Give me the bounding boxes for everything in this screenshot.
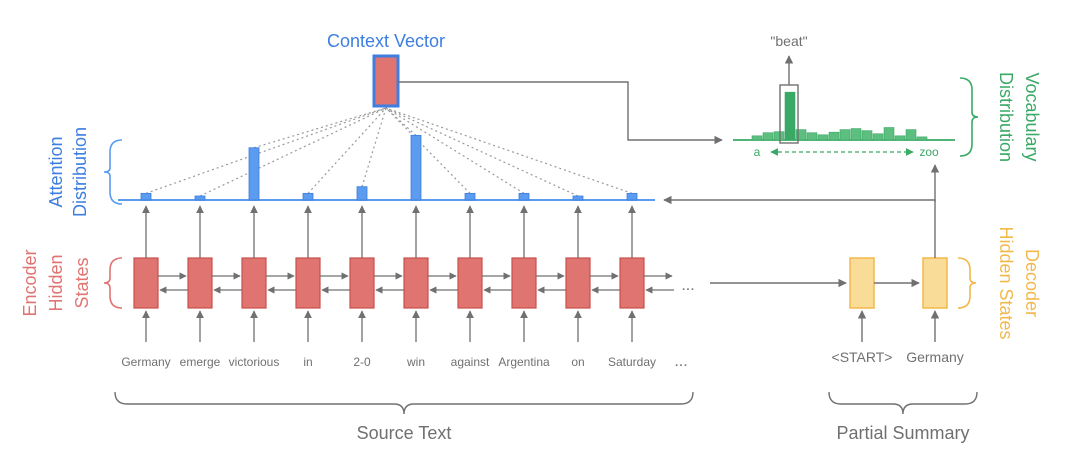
source-ellipsis: ... [674,353,687,370]
decoder-input-germany: Germany [906,349,964,365]
encoder-cell [349,257,375,309]
encoder-ellipsis: ... [681,277,694,294]
attention-dotted-line [385,107,633,194]
encoder-cell [511,257,537,309]
source-word: 2-0 [353,355,371,369]
source-text-brace [114,391,694,415]
encoder-hidden-states [133,205,674,342]
attention-label-line1: Attention [46,136,66,207]
encoder-cell [295,257,321,309]
encoder-label-line2: Hidden [46,254,66,311]
vocab-bar [784,91,796,141]
vocab-bars [751,91,928,141]
source-word: against [451,355,490,369]
encoder-cell [241,257,267,309]
decoder-cell-1 [849,257,875,309]
attention-bar [356,186,368,201]
vocab-bar [916,136,928,141]
decoder-brace [957,257,977,309]
encoder-cell [619,257,645,309]
encoder-label-line1: Encoder [20,249,40,316]
encoder-cell [187,257,213,309]
decoder-to-attention-arrow [663,195,936,205]
attention-dotted-line [385,107,417,136]
vocab-axis-start: a [754,145,761,159]
vocab-bar [828,131,840,141]
attention-bar [518,192,530,201]
vocab-bar [751,135,763,141]
vocab-bar [806,132,818,141]
encoder-cell [403,257,429,309]
attention-dotted-line [199,107,387,197]
attention-bar [464,192,476,201]
source-word: in [303,355,312,369]
vocab-axis-end: zoo [919,145,939,159]
vocab-bar [817,134,829,141]
source-text-label: Source Text [357,423,452,443]
attention-brace [103,139,123,205]
vocab-bar [762,132,774,141]
context-vector [372,54,400,108]
vocab-label-line2: Distribution [996,72,1016,162]
attention-bar [626,192,638,201]
source-word: win [406,355,425,369]
decoder-label-line1: Decoder [1022,249,1042,317]
attention-bar [140,192,152,201]
attention-dotted-line [385,107,579,197]
vocab-brace [959,77,979,157]
attention-dotted-line [361,107,387,187]
source-word: Germany [121,355,170,369]
encoder-cell [133,257,159,309]
source-word: Saturday [608,355,656,369]
vocab-bar [872,133,884,141]
source-word: victorious [229,355,280,369]
attention-dotted-line [385,107,525,194]
attention-bar [248,147,260,201]
encoder-brace [103,257,123,309]
attention-bar [572,195,584,201]
vocab-bar [894,135,906,141]
attention-bars [140,134,638,201]
attention-dotted-line [307,107,387,194]
encoder-label-line3: States [72,257,92,308]
context-to-vocab-arrow [398,81,723,145]
vocab-bar [795,129,807,141]
attention-bar [410,134,422,201]
decoder-input-start: <START> [832,349,893,365]
source-word: emerge [180,355,221,369]
attention-to-context-lines [145,107,633,197]
vocab-bar [773,131,785,141]
encoder-cell [565,257,591,309]
attention-bar [302,192,314,201]
encoder-cell [457,257,483,309]
decoder-cell-2 [922,257,948,309]
attention-dotted-line [385,107,471,194]
source-word: Argentina [498,355,550,369]
selected-word: "beat" [770,33,807,49]
source-words: Germany emerge victorious in 2-0 win against Ar… [121,355,656,369]
vocab-bar [850,128,862,141]
partial-summary-label: Partial Summary [836,423,969,443]
vocab-bar [839,129,851,141]
attention-label-line2: Distribution [70,127,90,217]
vocab-bar [883,127,895,141]
context-vector-label: Context Vector [327,31,445,51]
vocab-bar [905,129,917,141]
vocab-bar [861,130,873,141]
decoder-hidden-states [849,164,948,342]
attention-bar [194,195,206,201]
partial-summary-brace [828,391,978,415]
attention-dotted-line [253,107,387,149]
vocab-label-line1: Vocabulary [1022,72,1042,161]
attention-dotted-line [145,107,387,194]
source-word: on [571,355,584,369]
decoder-label-line2: Hidden States [996,226,1016,339]
